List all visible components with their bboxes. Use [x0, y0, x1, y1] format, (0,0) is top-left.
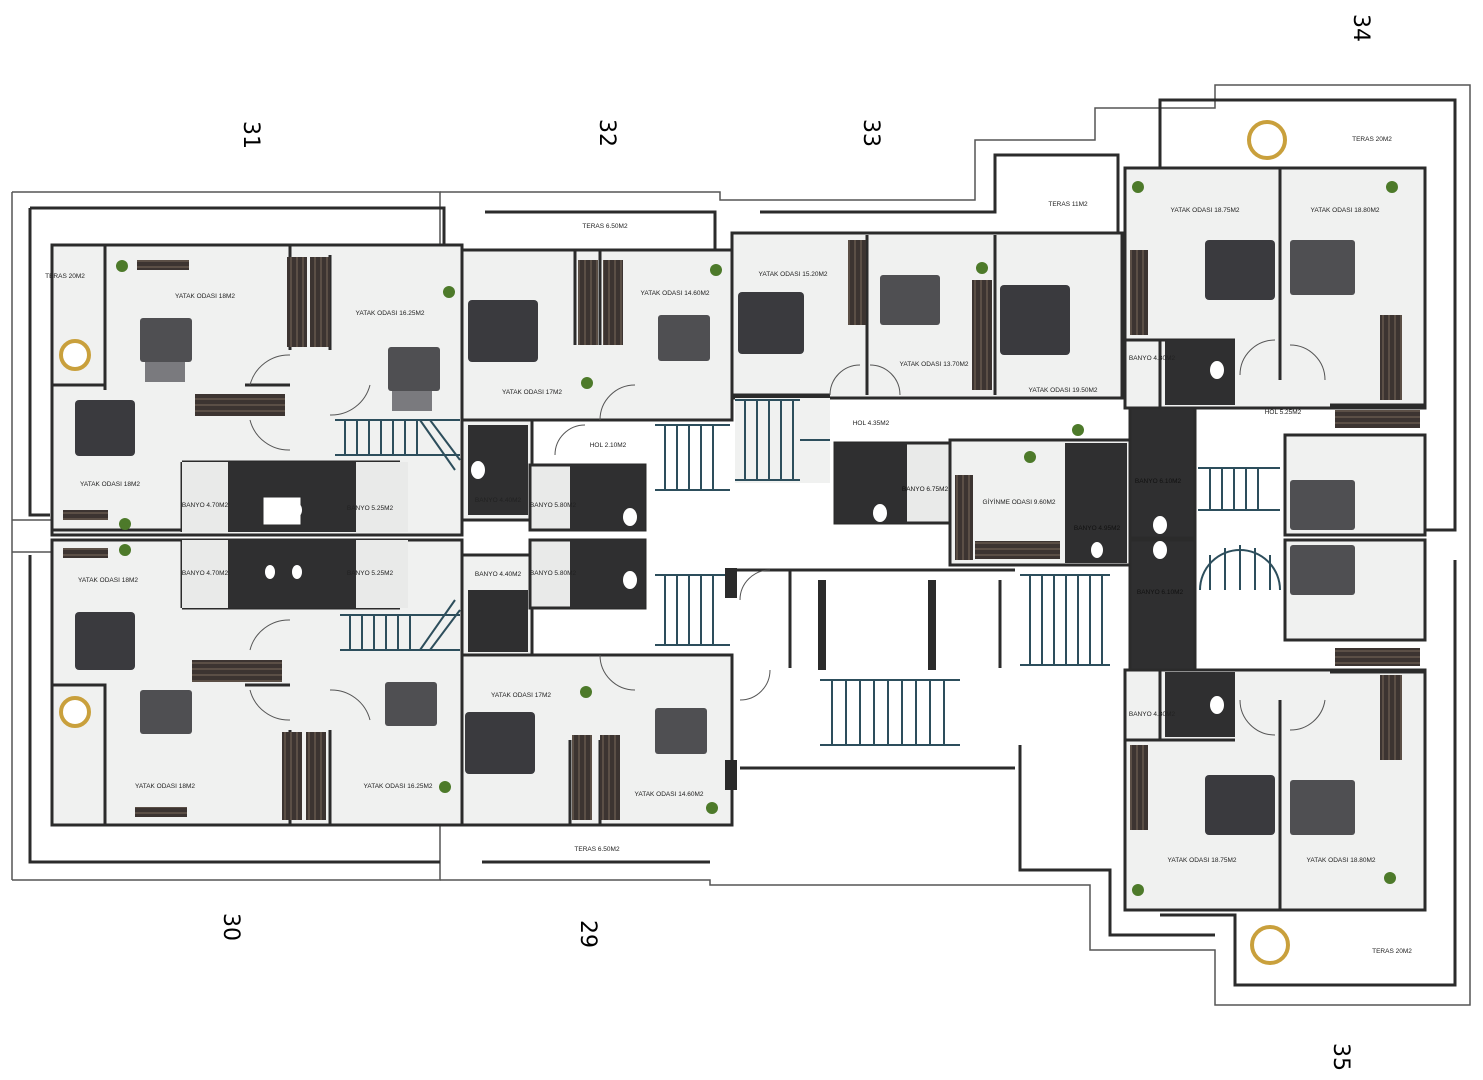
unit-number-30: 30 [218, 913, 243, 941]
label-teras-20-top-right: TERAS 20M2 [1352, 136, 1392, 143]
label-banyo-440-a: BANYO 4.40M2 [475, 497, 522, 504]
label-banyo-525-b: BANYO 5.25M2 [347, 570, 394, 577]
label-yatak-17-b: YATAK ODASI 17M2 [491, 692, 551, 699]
label-yatak-1625-b: YATAK ODASI 16.25M2 [364, 783, 433, 790]
label-yatak-18-d: YATAK ODASI 18M2 [135, 783, 195, 790]
label-banyo-610-a: BANYO 6.10M2 [1135, 478, 1182, 485]
label-banyo-580-b: BANYO 5.80M2 [530, 570, 577, 577]
label-yatak-1625-a: YATAK ODASI 16.25M2 [356, 310, 425, 317]
label-yatak-1520: YATAK ODASI 15.20M2 [759, 271, 828, 278]
label-banyo-525-a: BANYO 5.25M2 [347, 505, 394, 512]
label-teras-20-bottom-right: TERAS 20M2 [1372, 948, 1412, 955]
unit-numbers: 31 32 33 34 30 29 35 [218, 14, 1373, 1071]
label-banyo-675: BANYO 6.75M2 [902, 486, 949, 493]
unit-30 [50, 538, 464, 827]
label-banyo-580-a: BANYO 5.80M2 [530, 502, 577, 509]
unit-number-33: 33 [858, 119, 883, 147]
label-teras-650-top: TERAS 6.50M2 [582, 223, 628, 230]
room-labels: TERAS 20M2 YATAK ODASI 18M2 YATAK ODASI … [45, 136, 1412, 955]
label-yatak-18-a: YATAK ODASI 18M2 [175, 293, 235, 300]
inner-wall-outline [28, 98, 1457, 987]
label-giyinme: GİYİNME ODASI 9.60M2 [983, 497, 1056, 506]
unit-29 [460, 538, 734, 827]
unit-number-35: 35 [1328, 1043, 1353, 1071]
label-teras-650-bottom: TERAS 6.50M2 [574, 846, 620, 853]
label-yatak-1880-a: YATAK ODASI 18.80M2 [1311, 207, 1380, 214]
label-banyo-430-a: BANYO 4.30M2 [1129, 355, 1176, 362]
unit-32 [460, 248, 734, 532]
label-banyo-610-b: BANYO 6.10M2 [1137, 589, 1184, 596]
label-teras-20-left: TERAS 20M2 [45, 273, 85, 280]
label-hol-525: HOL 5.25M2 [1265, 409, 1302, 416]
label-banyo-440-b: BANYO 4.40M2 [475, 571, 522, 578]
unit-number-32: 32 [594, 119, 619, 147]
unit-31 [50, 243, 464, 537]
label-yatak-1875-b: YATAK ODASI 18.75M2 [1168, 857, 1237, 864]
unit-number-34: 34 [1348, 14, 1373, 42]
label-teras-11: TERAS 11M2 [1048, 201, 1088, 208]
label-banyo-470-a: BANYO 4.70M2 [182, 502, 229, 509]
unit-35 [1123, 538, 1427, 965]
label-yatak-18-c: YATAK ODASI 18M2 [78, 577, 138, 584]
label-yatak-1460-b: YATAK ODASI 14.60M2 [635, 791, 704, 798]
unit-34 [1123, 120, 1427, 540]
label-yatak-1875-a: YATAK ODASI 18.75M2 [1171, 207, 1240, 214]
unit-number-31: 31 [238, 121, 263, 149]
label-yatak-1880-b: YATAK ODASI 18.80M2 [1307, 857, 1376, 864]
unit-number-29: 29 [575, 920, 600, 948]
label-banyo-430-b: BANYO 4.30M2 [1129, 711, 1176, 718]
label-hol-210: HOL 2.10M2 [590, 442, 627, 449]
label-banyo-470-b: BANYO 4.70M2 [182, 570, 229, 577]
central-core [725, 568, 1110, 790]
label-banyo-495: BANYO 4.95M2 [1074, 525, 1121, 532]
unit-33 [730, 231, 1132, 567]
label-yatak-1370: YATAK ODASI 13.70M2 [900, 361, 969, 368]
label-yatak-1460-a: YATAK ODASI 14.60M2 [641, 290, 710, 297]
label-yatak-1950: YATAK ODASI 19.50M2 [1029, 387, 1098, 394]
label-yatak-18-b: YATAK ODASI 18M2 [80, 481, 140, 488]
label-hol-435: HOL 4.35M2 [853, 420, 890, 427]
label-yatak-17-a: YATAK ODASI 17M2 [502, 389, 562, 396]
